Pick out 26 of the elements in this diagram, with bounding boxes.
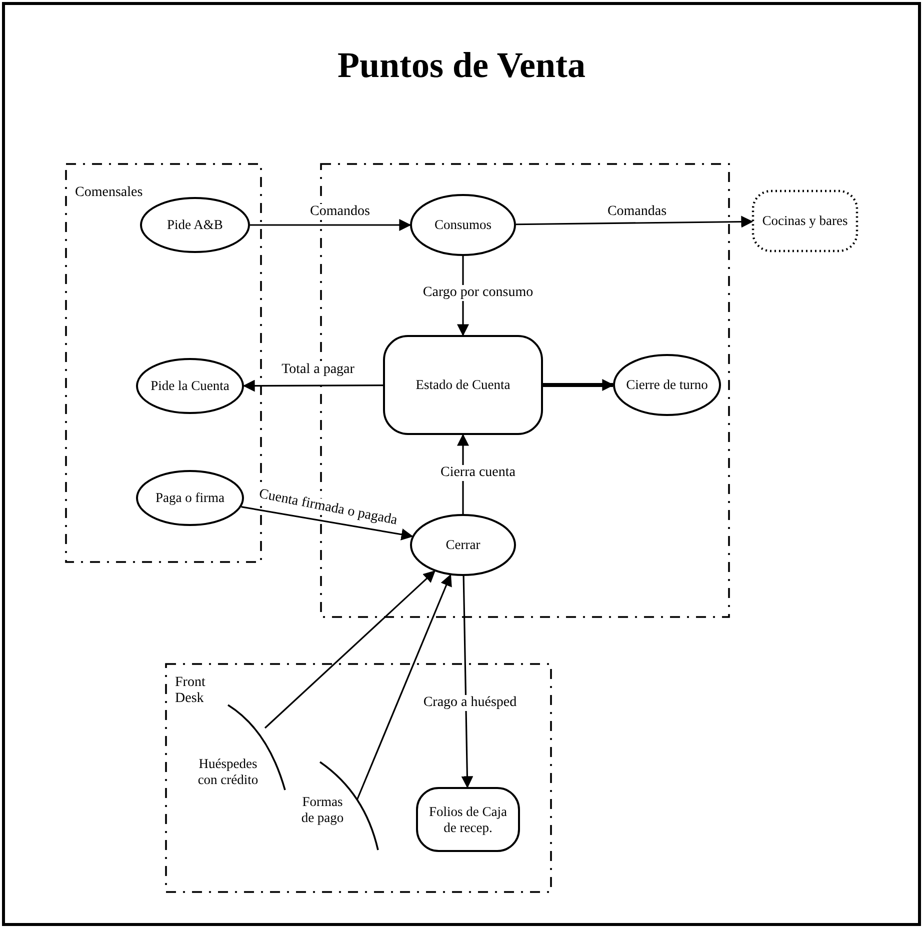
process-ellipse: Cierre de turno <box>613 354 721 416</box>
arrow <box>543 379 614 391</box>
data-store-arc: Formas de pago <box>295 758 385 854</box>
edge-label: Comandos <box>308 204 372 220</box>
edge-label: Total a pagar <box>280 362 356 378</box>
group-label: Front Desk <box>175 675 206 708</box>
edge-label: Cierra cuenta <box>438 465 518 481</box>
arrow <box>241 506 414 540</box>
process-ellipse: Pide la Cuenta <box>136 358 244 414</box>
rounded-process-box: Folios de Caja de recep. <box>416 787 520 852</box>
edge-label: Crago a huésped <box>421 695 519 711</box>
process-ellipse: Pide A&B <box>140 197 250 253</box>
process-ellipse: Cerrar <box>410 514 516 576</box>
rounded-process-box: Estado de Cuenta <box>383 335 543 435</box>
group-label: Comensales <box>75 185 143 202</box>
arrow <box>250 219 412 231</box>
arrow <box>242 380 383 392</box>
diagram-title: Puntos de Venta <box>337 44 586 86</box>
arrow <box>264 570 436 729</box>
arrow <box>356 574 452 800</box>
process-ellipse: Paga o firma <box>136 470 244 526</box>
edge-label: Cargo por consumo <box>420 285 536 301</box>
process-ellipse: Consumos <box>410 194 516 256</box>
arrow <box>461 576 474 788</box>
dotted-external-box: Cocinas y bares <box>752 190 858 252</box>
arrow <box>516 216 754 228</box>
